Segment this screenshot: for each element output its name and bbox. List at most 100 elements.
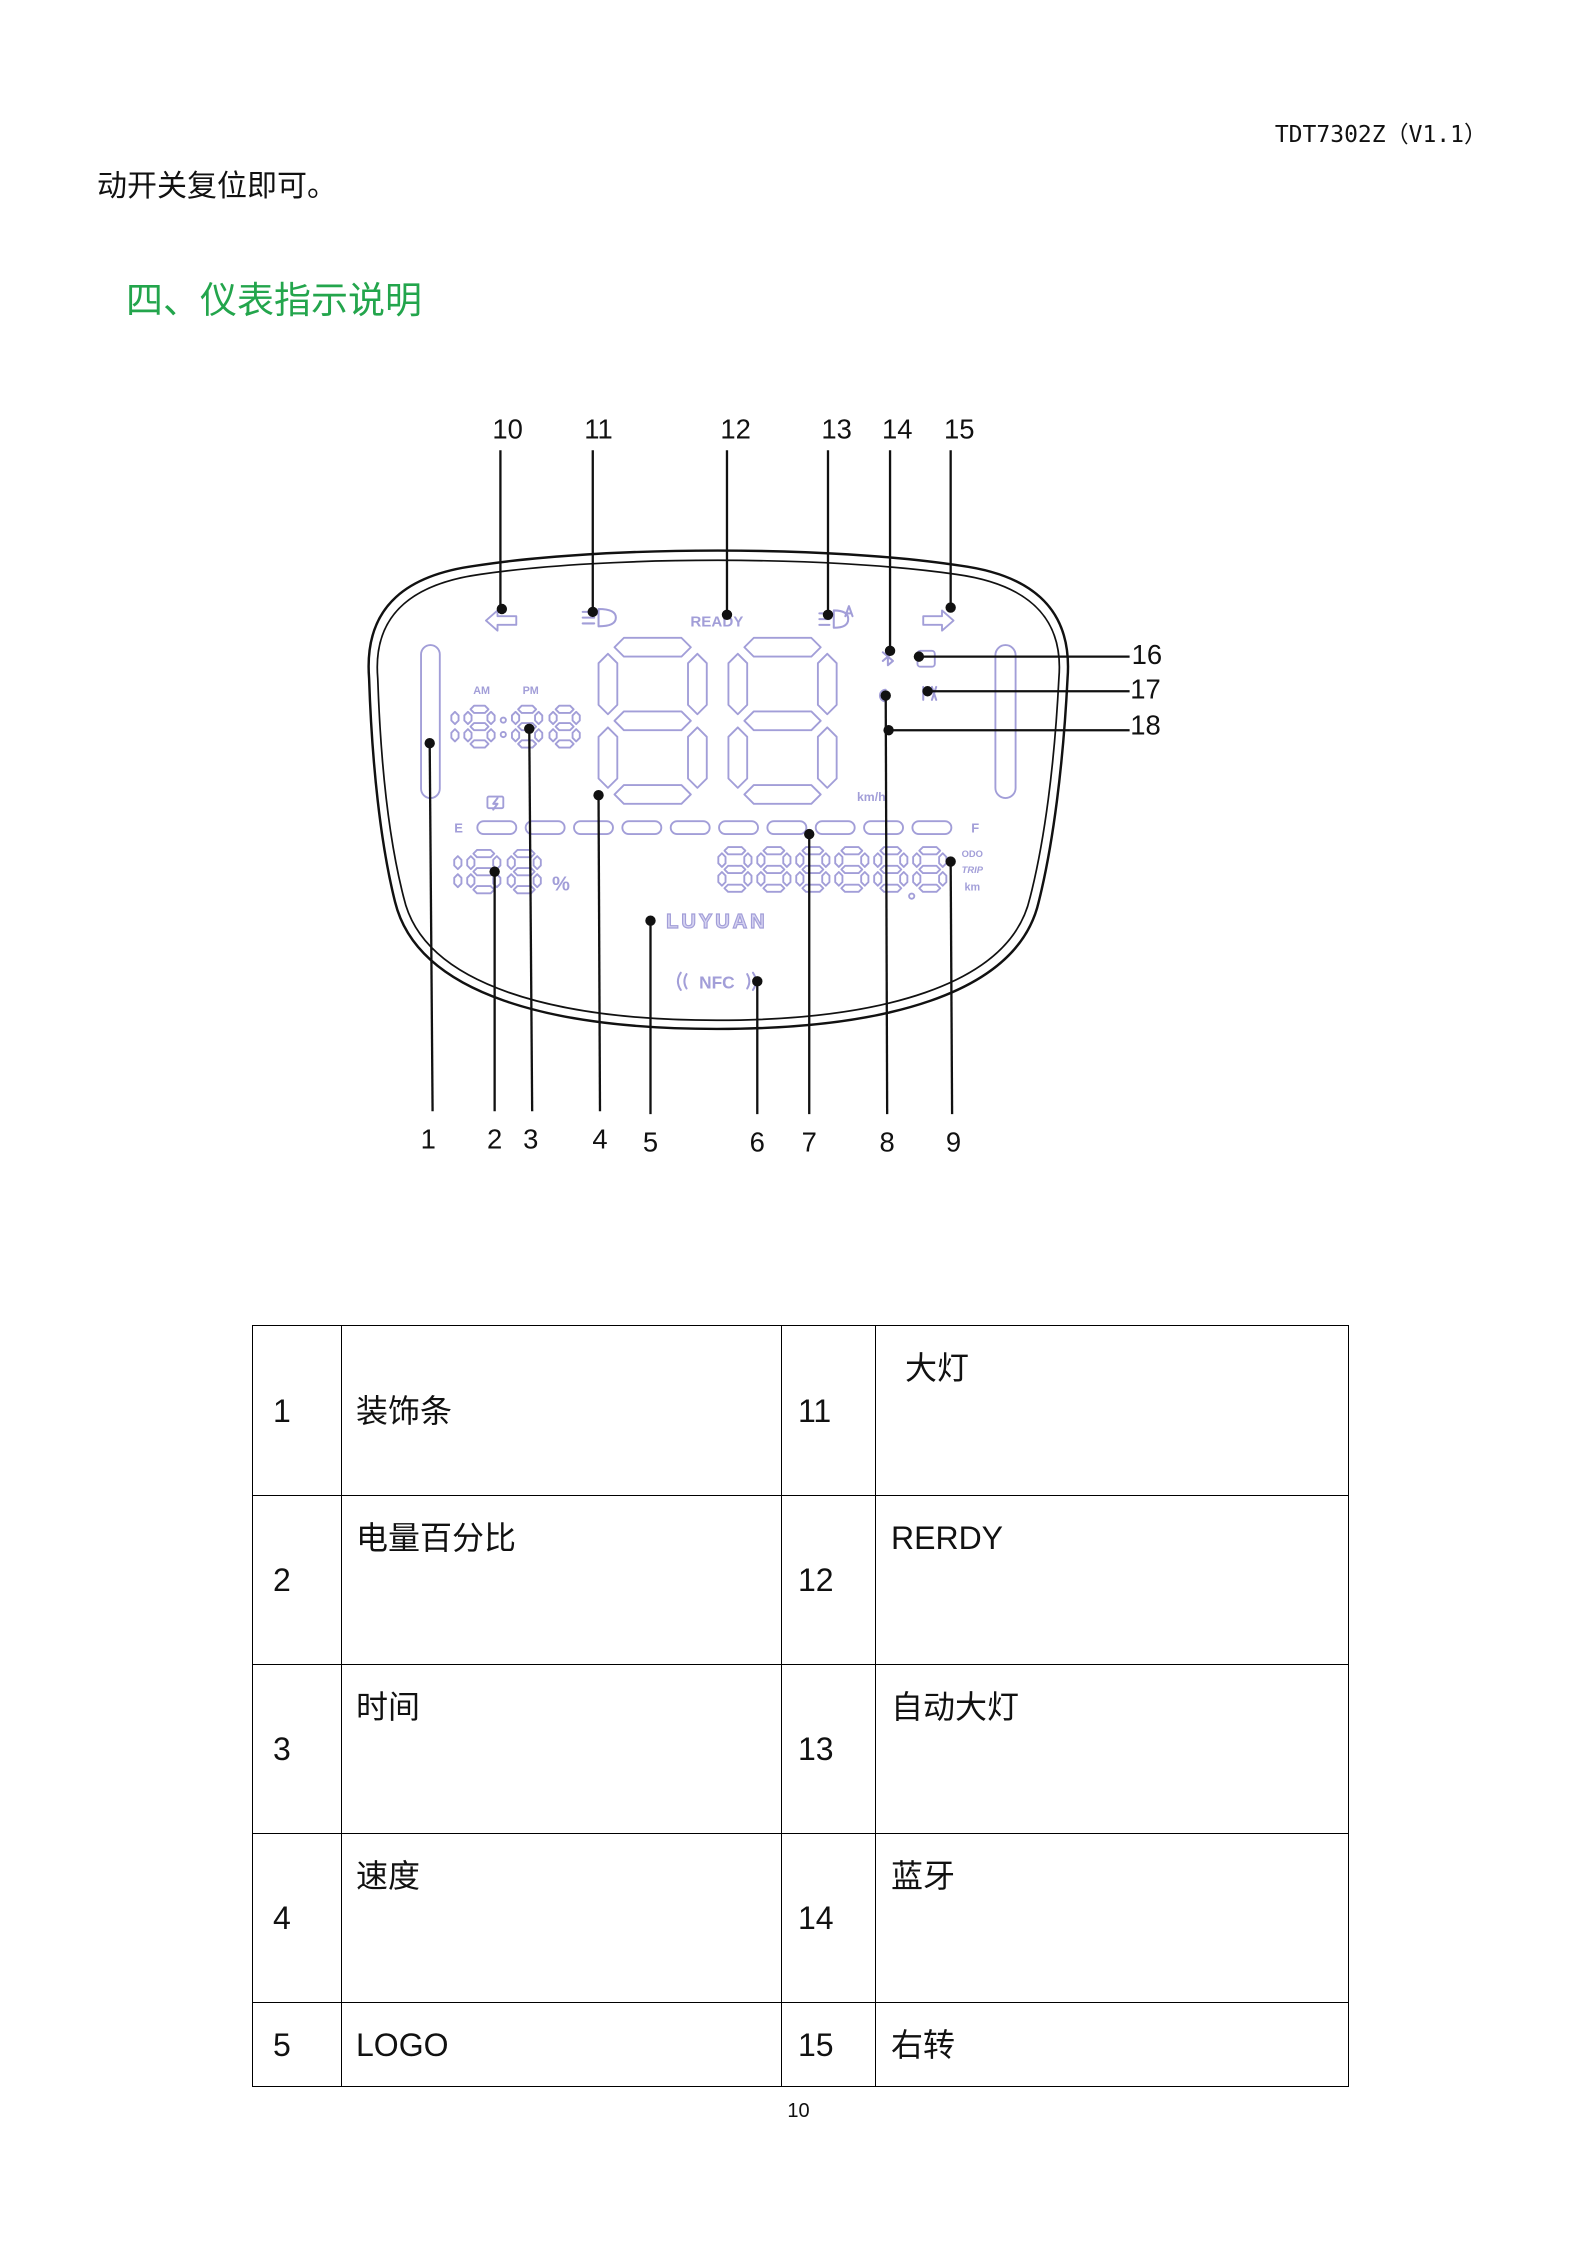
segment-digits bbox=[450, 636, 948, 900]
lcd-segment bbox=[472, 849, 496, 859]
lcd-segment bbox=[743, 852, 753, 868]
trip-label: TRIP bbox=[962, 865, 984, 875]
callout-label: 17 bbox=[1130, 673, 1160, 704]
lcd-segment bbox=[548, 728, 558, 743]
callout-8: 8 bbox=[880, 690, 895, 1158]
item-number: 3 bbox=[252, 1664, 342, 1834]
lcd-segment bbox=[938, 852, 948, 868]
time-colon-dot bbox=[499, 731, 507, 739]
item-label: 大灯 bbox=[875, 1325, 1349, 1496]
lcd-segment bbox=[492, 873, 502, 889]
callout-label: 12 bbox=[720, 414, 750, 445]
time-colon-dot bbox=[499, 716, 507, 724]
item-label: 装饰条 bbox=[341, 1325, 782, 1496]
callout-label: 15 bbox=[944, 414, 974, 445]
lcd-segment bbox=[912, 871, 922, 887]
callout-12: 12 bbox=[720, 414, 751, 620]
callout-label: 1 bbox=[421, 1124, 436, 1155]
lcd-segment bbox=[821, 871, 831, 887]
dashboard-diagram: READY AM PM km/h E F % ODO TR bbox=[367, 414, 1162, 1158]
lcd-segment bbox=[879, 883, 903, 893]
leader-line bbox=[597, 795, 602, 1112]
continuation-text: 动开关复位即可。 bbox=[97, 169, 337, 204]
lcd-segment bbox=[821, 852, 831, 868]
lcd-segment bbox=[506, 873, 516, 889]
auto-letter-icon bbox=[844, 605, 854, 618]
lcd-segment bbox=[801, 846, 825, 856]
callout-6: 6 bbox=[750, 976, 765, 1158]
callout-label: 8 bbox=[880, 1127, 895, 1158]
battery-segment bbox=[524, 820, 566, 836]
item-number: 5 bbox=[252, 2002, 342, 2087]
callout-3: 3 bbox=[523, 723, 538, 1155]
lcd-segment bbox=[834, 871, 844, 887]
callout-14: 14 bbox=[882, 414, 913, 657]
lcd-segment bbox=[762, 883, 786, 893]
lcd-segment bbox=[840, 846, 864, 856]
lcd-segment bbox=[469, 704, 490, 714]
ev-battery-icon bbox=[486, 795, 505, 811]
right-turn-icon bbox=[922, 609, 955, 632]
bezel-outer bbox=[367, 549, 1070, 1031]
callout-dot bbox=[822, 609, 834, 620]
battery-segment bbox=[669, 820, 711, 836]
lcd-segment bbox=[511, 710, 521, 726]
lcd-segment bbox=[723, 864, 747, 875]
battery-segment bbox=[621, 820, 663, 836]
callout-13: 13 bbox=[821, 414, 852, 620]
table-row: 4 速度 14 蓝牙 bbox=[252, 1833, 1349, 2003]
table-row: 3 时间 13 自动大灯 bbox=[252, 1664, 1349, 1834]
lcd-segment bbox=[469, 739, 490, 749]
callout-dot bbox=[496, 603, 508, 615]
lcd-segment bbox=[534, 710, 544, 726]
item-label: 速度 bbox=[341, 1833, 782, 2003]
lcd-segment bbox=[613, 784, 692, 805]
callout-dot bbox=[880, 690, 891, 701]
lcd-segment bbox=[918, 864, 942, 875]
leader-line bbox=[949, 861, 954, 1115]
battery-segment bbox=[573, 820, 614, 836]
lcd-segment bbox=[597, 726, 619, 789]
lcd-segment bbox=[762, 846, 786, 856]
lcd-segment bbox=[486, 728, 496, 743]
callout-dot bbox=[945, 856, 956, 867]
lcd-segment bbox=[512, 849, 536, 859]
lcd-segment bbox=[938, 871, 948, 887]
percent-sign: % bbox=[552, 873, 570, 895]
callout-dot bbox=[752, 976, 763, 987]
battery-segment bbox=[718, 820, 759, 836]
callout-18: 18 bbox=[883, 710, 1161, 741]
item-label: LOGO bbox=[341, 2002, 782, 2087]
callout-5: 5 bbox=[643, 915, 658, 1158]
lcd-segment bbox=[860, 871, 870, 887]
lcd-segment bbox=[554, 739, 575, 749]
nfc-left-waves bbox=[676, 971, 688, 991]
item-label: 蓝牙 bbox=[875, 1833, 1349, 2003]
callout-dot bbox=[645, 915, 656, 926]
item-number: 1 bbox=[252, 1325, 342, 1496]
lcd-segment bbox=[834, 852, 844, 868]
lcd-segment bbox=[463, 728, 473, 743]
lcd-segment bbox=[860, 852, 870, 868]
lcd-segment bbox=[727, 726, 749, 789]
callout-dot bbox=[489, 866, 500, 877]
lcd-segment bbox=[717, 871, 727, 887]
lcd-segment bbox=[782, 852, 792, 868]
page-number: 10 bbox=[787, 2100, 810, 2122]
lcd-segment bbox=[463, 710, 473, 726]
item-number: 15 bbox=[781, 2002, 876, 2087]
speed-unit: km/h bbox=[857, 790, 886, 804]
pm-label: PM bbox=[523, 685, 539, 697]
lcd-segment bbox=[466, 855, 476, 871]
callout-16: 16 bbox=[913, 639, 1162, 670]
item-number: 4 bbox=[252, 1833, 342, 2003]
battery-segment bbox=[476, 820, 518, 836]
lcd-segment bbox=[801, 883, 825, 893]
callout-dot bbox=[804, 828, 815, 840]
lcd-segment bbox=[743, 784, 822, 805]
callout-label: 18 bbox=[1130, 710, 1160, 741]
leader-line bbox=[428, 743, 434, 1112]
lcd-segment bbox=[548, 710, 558, 726]
lcd-segment bbox=[918, 846, 942, 856]
